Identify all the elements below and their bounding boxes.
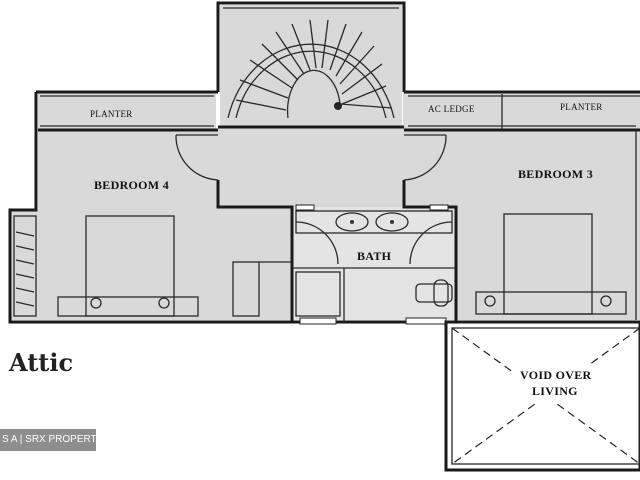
planter-left-floor [38, 92, 216, 130]
floor-title: Attic [9, 348, 74, 377]
void-label-line-1: VOID OVER [520, 368, 591, 382]
bedroom-3-furniture [475, 213, 627, 315]
wardrobe-floor [10, 210, 38, 320]
bath-floor [292, 207, 456, 320]
wardrobe [13, 215, 37, 317]
watermark: S A | SRX PROPERTY [0, 429, 96, 451]
bedroom-4-furniture [57, 215, 292, 317]
bedroom-4-label: BEDROOM 4 [94, 178, 169, 192]
planter-right-label: PLANTER [560, 102, 603, 112]
void-label-line-2: LIVING [532, 384, 578, 398]
planter-left-label: PLANTER [90, 109, 133, 119]
bath-fixtures [295, 210, 453, 317]
bedroom-3-label: BEDROOM 3 [518, 167, 593, 181]
outer-walls [8, 1, 640, 324]
doors [175, 134, 453, 265]
ac-ledge-label: AC LEDGE [428, 104, 475, 114]
planter-walls [38, 94, 640, 132]
void-area [444, 320, 640, 472]
planter-right-floor [403, 92, 640, 130]
bath-label: BATH [357, 249, 392, 263]
hall-floor [218, 127, 404, 207]
spiral-staircase [227, 19, 395, 119]
